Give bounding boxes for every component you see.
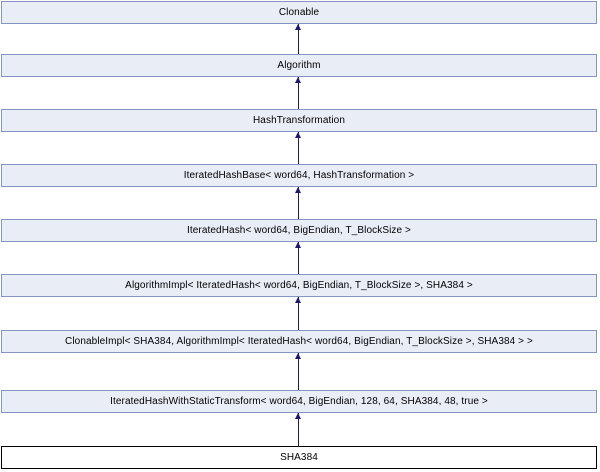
class-node-sha384[interactable]: SHA384: [1, 446, 597, 469]
class-node-label: ClonableImpl< SHA384, AlgorithmImpl< Ite…: [65, 336, 533, 347]
inheritance-edge: [298, 242, 299, 274]
arrow-up-icon: [295, 297, 301, 303]
arrow-up-icon: [295, 353, 301, 359]
arrow-up-icon: [295, 187, 301, 193]
inheritance-edge: [298, 132, 299, 164]
arrow-up-icon: [295, 24, 301, 30]
arrow-up-icon: [295, 132, 301, 138]
class-node-label: IteratedHash< word64, BigEndian, T_Block…: [187, 225, 411, 236]
class-node-algorithm-impl[interactable]: AlgorithmImpl< IteratedHash< word64, Big…: [1, 274, 597, 297]
inheritance-edge: [298, 297, 299, 330]
class-node-label: Clonable: [278, 7, 320, 18]
arrow-up-icon: [295, 413, 301, 419]
inheritance-edge: [298, 353, 299, 390]
class-node-label: SHA384: [280, 452, 318, 463]
class-node-iterated-hash-base[interactable]: IteratedHashBase< word64, HashTransforma…: [1, 164, 597, 187]
class-node-label: Algorithm: [277, 60, 321, 71]
class-node-label: HashTransformation: [252, 115, 346, 126]
arrow-up-icon: [295, 242, 301, 248]
inheritance-edge: [298, 77, 299, 109]
class-node-hash-transformation[interactable]: HashTransformation: [1, 109, 597, 132]
class-node-algorithm[interactable]: Algorithm: [1, 54, 597, 77]
class-node-label: IteratedHashBase< word64, HashTransforma…: [183, 170, 415, 181]
inheritance-edge: [298, 413, 299, 446]
class-node-iterated-hash-with-static-transform[interactable]: IteratedHashWithStaticTransform< word64,…: [1, 390, 597, 413]
inheritance-edge: [298, 187, 299, 219]
inheritance-edge: [298, 24, 299, 54]
class-node-clonable[interactable]: Clonable: [1, 1, 597, 24]
class-node-clonable-impl[interactable]: ClonableImpl< SHA384, AlgorithmImpl< Ite…: [1, 330, 597, 353]
arrow-up-icon: [295, 77, 301, 83]
class-node-label: AlgorithmImpl< IteratedHash< word64, Big…: [125, 280, 473, 291]
class-node-label: IteratedHashWithStaticTransform< word64,…: [110, 396, 488, 407]
class-node-iterated-hash[interactable]: IteratedHash< word64, BigEndian, T_Block…: [1, 219, 597, 242]
